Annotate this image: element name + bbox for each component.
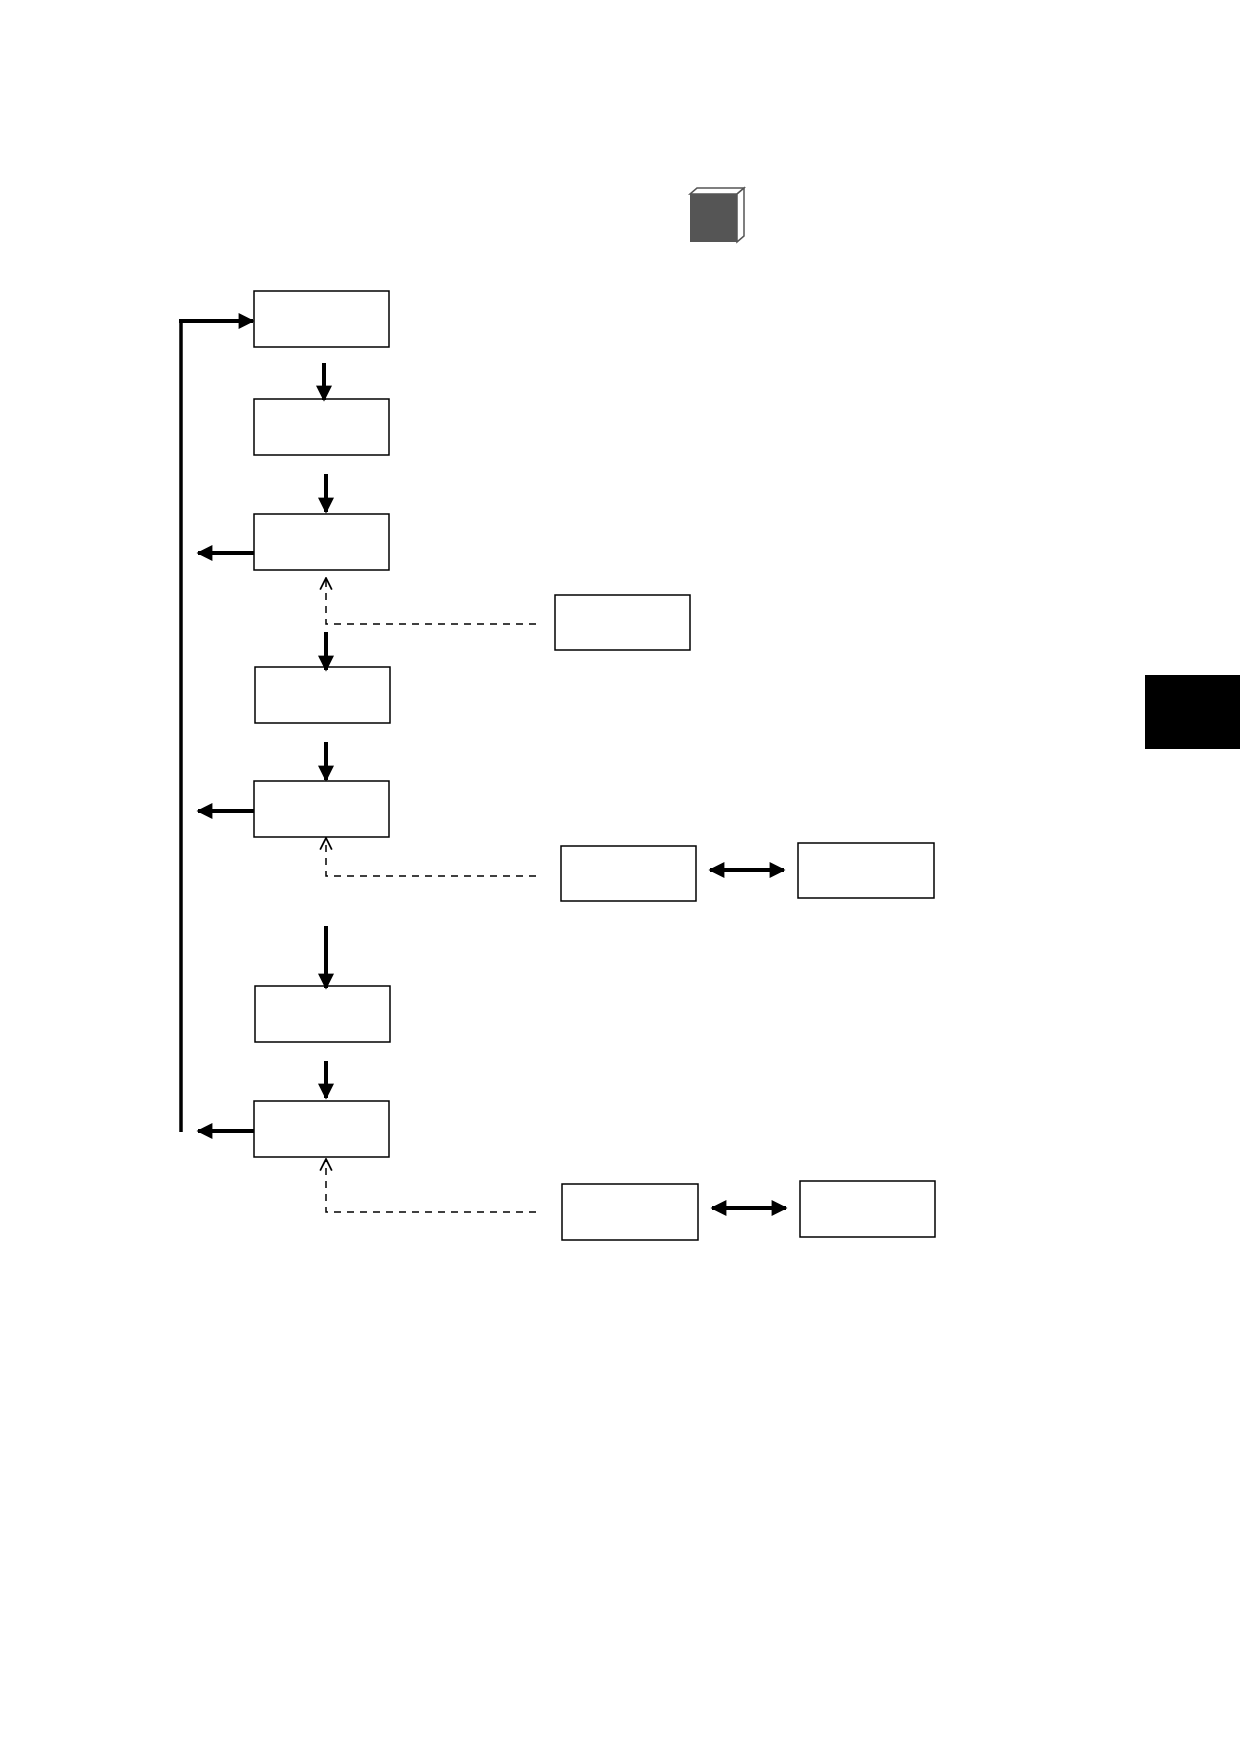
flow-box-step-3 (253, 513, 390, 571)
flow-box-step-7 (253, 1100, 390, 1158)
flow-box-step-5 (253, 780, 390, 838)
dashed-connector-a (326, 578, 536, 625)
dashed-connector-b (326, 838, 536, 877)
flow-box-step-1 (253, 290, 390, 348)
flow-box-step-4 (254, 666, 391, 724)
side-tab-marker (1145, 675, 1240, 749)
side-box-b1 (560, 845, 697, 902)
side-box-b2 (797, 842, 935, 899)
side-box-c2 (799, 1180, 936, 1238)
side-box-c1 (561, 1183, 699, 1241)
dashed-connector-c (326, 1159, 536, 1213)
flow-box-step-2 (253, 398, 390, 456)
side-box-a (554, 594, 691, 651)
flow-box-step-6 (254, 985, 391, 1043)
cube-icon (687, 186, 747, 244)
